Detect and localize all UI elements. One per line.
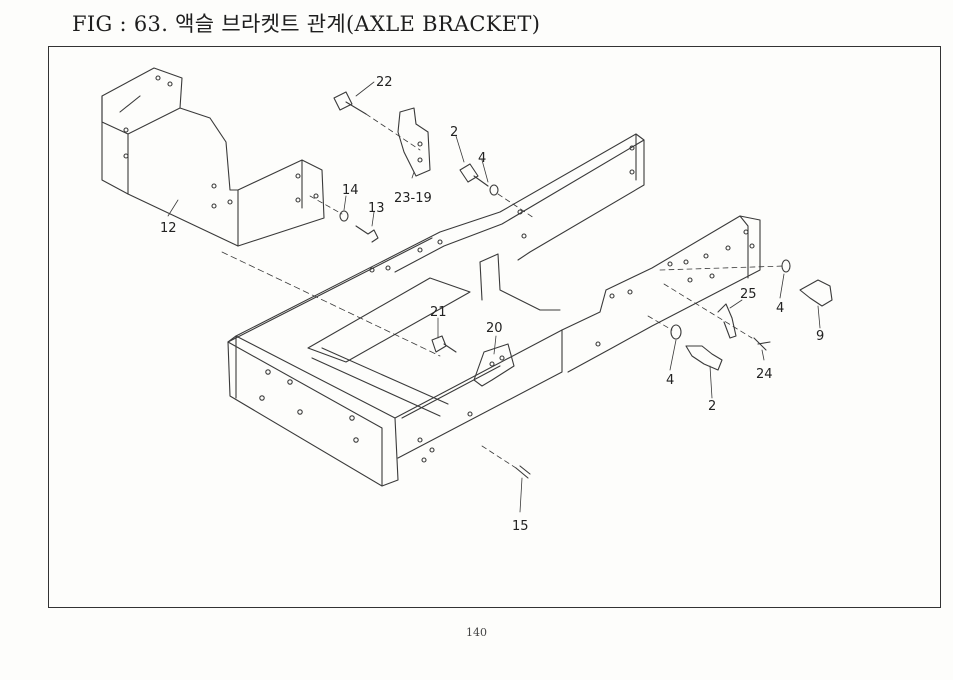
callout-labels: 22 2 4 23-19 14 13 12 21 20 15 25 24 4 4…	[160, 75, 824, 534]
callout-4-upper: 4	[478, 151, 486, 166]
bracket-20	[473, 343, 515, 387]
callout-2-upper: 2	[450, 125, 458, 140]
callout-22: 22	[376, 75, 393, 90]
callout-20: 20	[486, 321, 503, 336]
bolt-2-upper	[459, 163, 535, 219]
drawing-frame	[48, 46, 941, 608]
callout-15: 15	[512, 519, 529, 534]
callout-4-right: 4	[776, 301, 784, 316]
callout-14: 14	[342, 183, 359, 198]
callout-21: 21	[430, 305, 447, 320]
callout-24: 24	[756, 367, 773, 382]
bolt-22	[333, 91, 421, 151]
callout-23-19: 23-19	[394, 191, 432, 206]
callout-12: 12	[160, 221, 177, 236]
bolt-2-lower-washer-4	[647, 315, 723, 371]
leader-lines	[167, 81, 821, 513]
callout-9: 9	[816, 329, 824, 344]
part-23-19-plate	[397, 107, 431, 177]
callout-25: 25	[740, 287, 757, 302]
callout-13: 13	[368, 201, 385, 216]
bolt-13-washer-14	[309, 195, 379, 243]
part-12-front-bracket	[101, 67, 441, 357]
pin-15	[481, 445, 531, 479]
clip-25-pin-24	[663, 283, 771, 351]
bolt-9-washer-4	[659, 259, 833, 307]
main-frame	[227, 133, 761, 487]
callout-4-lower: 4	[666, 373, 674, 388]
figure-title: FIG : 63. 액슬 브라켓트 관계(AXLE BRACKET)	[72, 12, 541, 36]
bolt-21	[431, 335, 457, 353]
callout-2-lower: 2	[708, 399, 716, 414]
page-number: 140	[466, 626, 487, 639]
